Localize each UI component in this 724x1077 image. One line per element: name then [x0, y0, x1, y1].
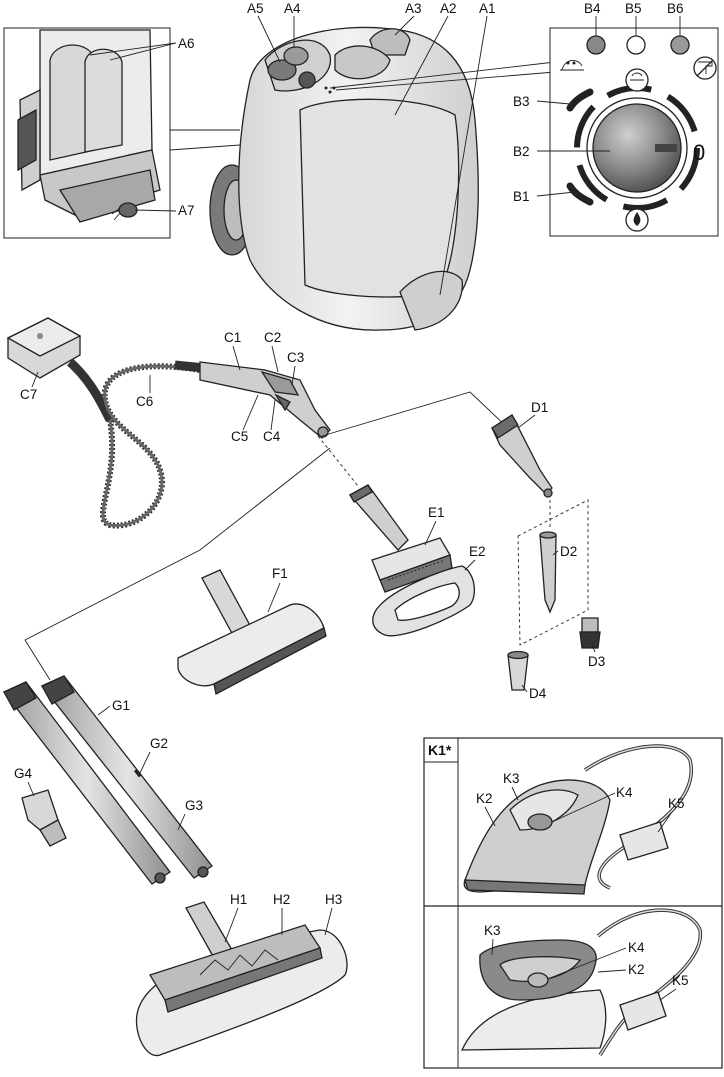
- label-c1: C1: [224, 330, 241, 345]
- inset-detail-a6-a7: [3, 27, 241, 239]
- label-b6: B6: [667, 1, 684, 16]
- label-g3: G3: [185, 798, 203, 813]
- label-g1: G1: [112, 698, 130, 713]
- label-c3: C3: [287, 350, 304, 365]
- label-f1: F1: [272, 566, 288, 581]
- nozzle-extension-d2: [539, 531, 557, 614]
- label-b4: B4: [584, 1, 601, 16]
- label-h1: H1: [230, 892, 247, 907]
- label-k5-bot: K5: [672, 973, 689, 988]
- iron-bottom: [460, 908, 702, 1056]
- label-a1: A1: [479, 1, 496, 16]
- label-d2: D2: [560, 544, 577, 559]
- control-panel: [549, 27, 719, 237]
- label-a2: A2: [440, 1, 457, 16]
- iron-symbol-icon: [560, 60, 584, 71]
- extension-tube-right: [40, 675, 213, 879]
- label-k3-bot: K3: [484, 923, 501, 938]
- label-k3-top: K3: [503, 771, 520, 786]
- label-e2: E2: [469, 544, 486, 559]
- adapter-g4: [21, 789, 67, 847]
- label-k4-top: K4: [616, 785, 633, 800]
- label-c5: C5: [231, 429, 248, 444]
- floor-nozzle: [135, 901, 348, 1057]
- label-a7: A7: [178, 203, 195, 218]
- label-k1: K1*: [428, 742, 452, 758]
- label-a3: A3: [405, 1, 422, 16]
- label-h3: H3: [325, 892, 342, 907]
- label-k4-bot: K4: [628, 940, 645, 955]
- nozzle-d1: [491, 414, 553, 498]
- label-d3: D3: [588, 654, 605, 669]
- cloth-cover-e2: [372, 565, 476, 637]
- label-a6: A6: [178, 36, 195, 51]
- label-k2-top: K2: [476, 791, 493, 806]
- label-b1: B1: [513, 189, 530, 204]
- label-g4: G4: [14, 766, 33, 781]
- label-d1: D1: [531, 400, 548, 415]
- round-brush-d3: [579, 617, 601, 649]
- label-b2: B2: [513, 144, 530, 159]
- label-b5: B5: [625, 1, 642, 16]
- steam-hose: [6, 317, 331, 529]
- label-b3: B3: [513, 94, 530, 109]
- label-c4: C4: [263, 429, 281, 444]
- label-k2-bot: K2: [628, 962, 645, 977]
- label-k5-top: K5: [668, 796, 685, 811]
- tap-symbol-icon: [693, 56, 717, 80]
- extension-tube-left: [2, 681, 171, 885]
- label-g2: G2: [150, 736, 168, 751]
- label-e1: E1: [428, 505, 445, 520]
- label-zero: 0: [693, 140, 705, 165]
- label-a5: A5: [247, 1, 264, 16]
- label-c6: C6: [136, 394, 153, 409]
- label-h2: H2: [273, 892, 290, 907]
- steam-generator-unit: [209, 26, 479, 331]
- label-c7: C7: [20, 387, 37, 402]
- window-nozzle-f1: [177, 569, 327, 695]
- cap-d4: [507, 650, 529, 691]
- brush-e1: [348, 484, 453, 593]
- label-d4: D4: [529, 686, 547, 701]
- iron-top: [463, 744, 694, 895]
- label-c2: C2: [264, 330, 281, 345]
- label-a4: A4: [284, 1, 301, 16]
